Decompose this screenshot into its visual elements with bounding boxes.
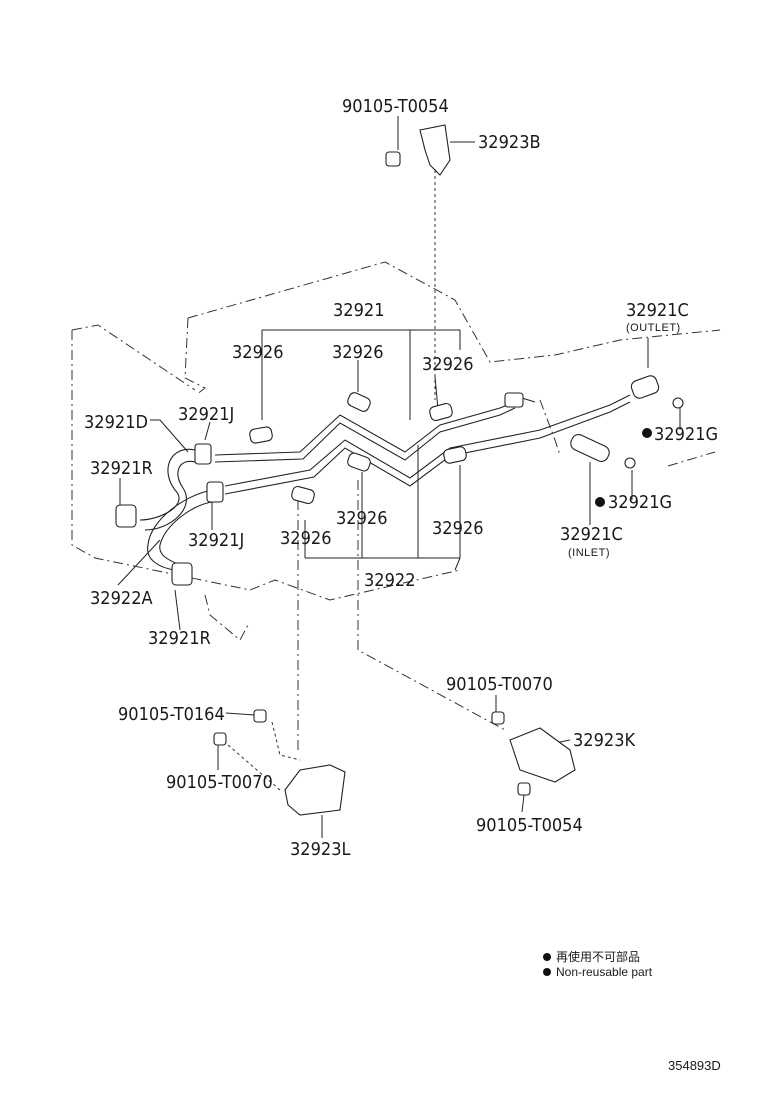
label-32921j-bot: 32921J xyxy=(188,530,244,551)
label-inlet: (INLET) xyxy=(568,547,610,559)
label-outlet: (OUTLET) xyxy=(626,322,681,334)
label-90105-t0054-bot: 90105-T0054 xyxy=(476,815,583,836)
label-90105-t0054-top: 90105-T0054 xyxy=(342,96,449,117)
part-labels: 90105-T0054 32923B 32921 32921C (OUTLET)… xyxy=(84,96,718,860)
label-32926-f: 32926 xyxy=(432,518,484,539)
label-32921g-bot: 32921G xyxy=(608,492,672,513)
label-90105-t0164: 90105-T0164 xyxy=(118,704,225,725)
label-32926-d: 32926 xyxy=(336,508,388,529)
legend-bullet-icon xyxy=(543,953,551,961)
non-reusable-bullet-icon xyxy=(595,497,605,507)
label-32922a: 32922A xyxy=(90,588,153,609)
label-32923l: 32923L xyxy=(290,839,351,860)
label-32921: 32921 xyxy=(333,300,385,321)
label-32921r-bot: 32921R xyxy=(148,628,211,649)
label-32921d: 32921D xyxy=(84,412,148,433)
transmission-outline xyxy=(71,261,721,641)
brackets xyxy=(213,124,576,816)
label-32926-b: 32926 xyxy=(332,342,384,363)
label-32923k: 32923K xyxy=(573,730,636,751)
pipe-sleeves xyxy=(249,392,467,505)
label-90105-t0070-left: 90105-T0070 xyxy=(166,772,273,793)
label-32921r-top: 32921R xyxy=(90,458,153,479)
label-32921c-outlet: 32921C xyxy=(626,300,689,321)
label-32923b: 32923B xyxy=(478,132,541,153)
label-32921j-top: 32921J xyxy=(178,404,234,425)
label-32926-e: 32926 xyxy=(280,528,332,549)
label-90105-t0070-right: 90105-T0070 xyxy=(446,674,553,695)
guide-lines xyxy=(227,170,506,791)
legend: 再使用不可部品 Non-reusable part xyxy=(556,949,653,979)
legend-bullet-icon xyxy=(543,968,551,976)
unions xyxy=(504,375,684,469)
label-32922: 32922 xyxy=(364,570,416,591)
label-32926-a: 32926 xyxy=(232,342,284,363)
label-32921g-top: 32921G xyxy=(654,424,718,445)
hoses xyxy=(139,448,213,571)
cooler-pipes xyxy=(214,394,631,495)
non-reusable-bullet-icon xyxy=(642,428,652,438)
label-32921c-inlet: 32921C xyxy=(560,524,623,545)
diagram-reference-code: 354893D xyxy=(668,1058,721,1073)
label-32926-c: 32926 xyxy=(422,354,474,375)
hose-clamps xyxy=(115,443,224,586)
legend-japanese: 再使用不可部品 xyxy=(556,949,640,964)
legend-english: Non-reusable part xyxy=(556,965,653,979)
